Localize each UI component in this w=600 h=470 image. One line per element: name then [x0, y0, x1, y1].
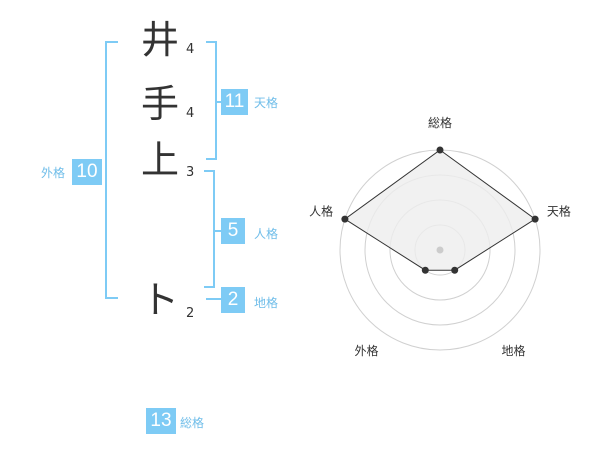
jinkaku-bracket-vertical: [213, 170, 215, 288]
gaikaku-bracket-vertical: [105, 41, 107, 299]
soukaku-badge: 13: [146, 408, 176, 434]
jinkaku-label: 人格: [254, 227, 279, 241]
stroke-count-2: 4: [186, 106, 195, 121]
gaikaku-label: 外格: [41, 166, 66, 180]
radar-series-polygon: [344, 149, 536, 271]
tenkaku-bracket-top: [206, 41, 217, 43]
jinkaku-bracket-bottom: [204, 286, 215, 288]
tenkaku-label: 天格: [254, 96, 279, 110]
radar-point-4: [341, 215, 349, 223]
stroke-count-4: 2: [186, 306, 195, 321]
chikaku-label: 地格: [254, 296, 279, 310]
gaikaku-bracket-top: [105, 41, 118, 43]
tenkaku-bracket-vertical: [215, 41, 217, 160]
radar-axis-label-1: 天格: [547, 203, 571, 218]
jinkaku-bracket-top: [204, 170, 215, 172]
radar-point-0: [436, 146, 444, 154]
tenkaku-bracket-tick: [215, 101, 221, 103]
radar-axis-label-2: 地格: [501, 343, 525, 358]
radar-axis-label-3: 外格: [355, 343, 379, 358]
name-char-1: 井: [140, 18, 179, 62]
radar-point-3: [421, 266, 429, 274]
jinkaku-badge: 5: [221, 218, 245, 244]
jinkaku-bracket-tick: [213, 230, 221, 232]
gaikaku-bracket-bottom: [105, 297, 118, 299]
radar-point-1: [531, 215, 539, 223]
soukaku-label: 総格: [180, 416, 205, 430]
stroke-count-3: 3: [186, 165, 195, 180]
radar-point-2: [451, 266, 459, 274]
name-char-4: ト: [140, 278, 179, 322]
radar-axis-label-4: 人格: [309, 203, 333, 218]
radar-axis-label-0: 総格: [428, 115, 452, 130]
name-char-2: 手: [140, 82, 179, 126]
stroke-count-1: 4: [186, 42, 195, 57]
gaikaku-badge: 10: [72, 159, 102, 185]
name-char-3: 上: [140, 138, 179, 182]
tenkaku-badge: 11: [221, 89, 248, 115]
chikaku-badge: 2: [221, 287, 245, 313]
radar-center-dot: [436, 246, 444, 254]
chikaku-connector: [206, 298, 221, 300]
tenkaku-bracket-bottom: [206, 158, 217, 160]
